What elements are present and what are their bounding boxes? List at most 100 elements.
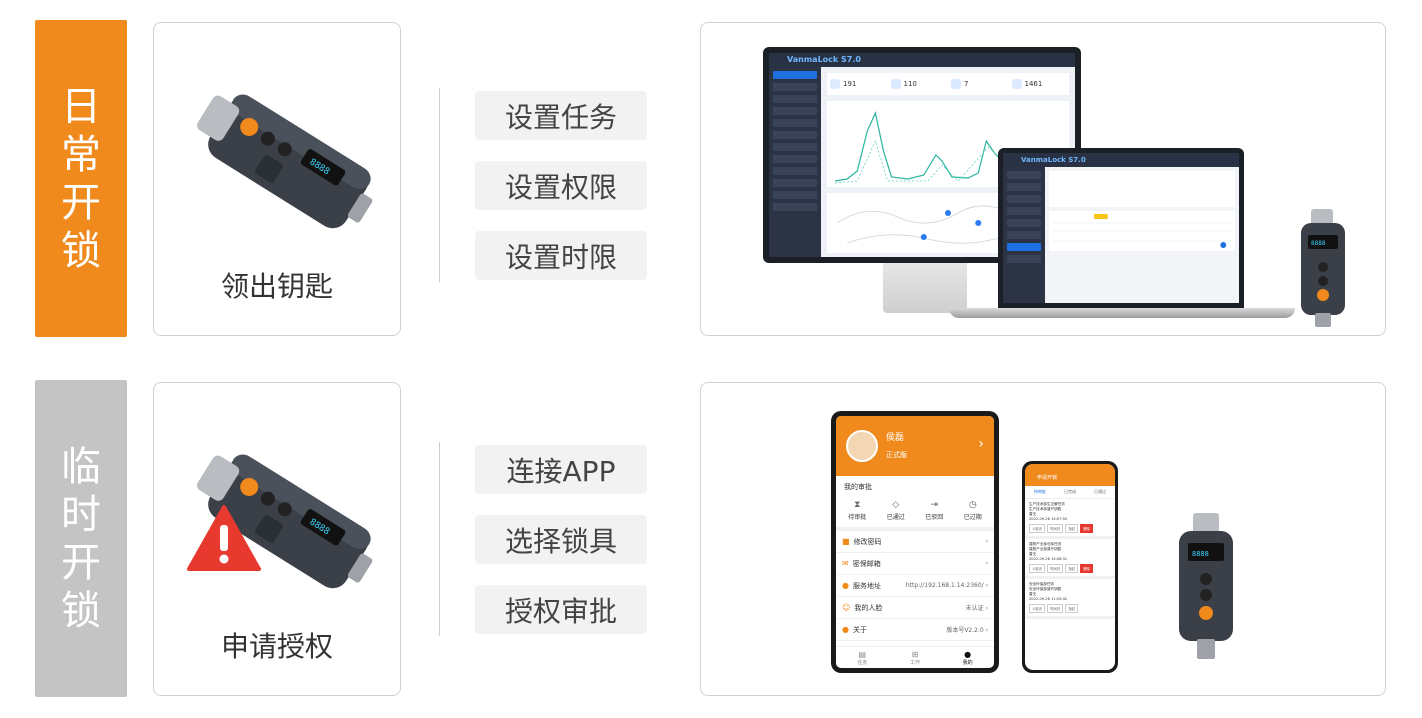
avatar [846,430,878,462]
temporary-unlock-tab: 临 时 开 锁 [35,380,127,697]
step-chip[interactable]: 设置任务 [475,91,647,140]
clock-icon: ◷ [968,500,977,510]
key-caption: 申请授权 [220,630,333,663]
face-button[interactable]: 人脸识 [1029,524,1046,533]
laptop-table-panel [1049,211,1235,251]
step-chip[interactable]: 授权审批 [475,585,647,634]
step-chip[interactable]: 选择锁具 [475,515,647,564]
fingerprint-button[interactable]: 指纹 [1065,564,1079,573]
phone-tab[interactable]: 已完成 [1064,489,1076,494]
chevron-right-icon[interactable]: › [978,436,984,452]
delete-button[interactable]: 删除 [1080,524,1093,533]
monitor-stand [883,263,967,313]
list-item[interactable]: ●关于版本号V2.2.0 › [836,619,994,641]
stat-value: 7 [964,80,969,88]
info-icon: ● [842,625,849,634]
monitor-sidebar [769,67,821,257]
tablet-mockup: 侯磊 正式版 › 我的审批 ⧗待审批 ◇已通过 ⇥已驳回 ◷已过期 ■修改密码›… [831,411,999,673]
server-icon: ● [842,581,849,590]
list-item[interactable]: ☺我的人脸未认证 › [836,597,994,619]
time-button[interactable]: 时间识 [1047,604,1064,613]
user-name: 侯磊 [886,433,905,443]
key-card: 8888 申请授权 [153,382,401,696]
mobile-app-panel: 侯磊 正式版 › 我的审批 ⧗待审批 ◇已通过 ⇥已驳回 ◷已过期 ■修改密码›… [700,382,1386,696]
key-card: 8888 领出钥匙 [153,22,401,336]
monitor-brand: VanmaLock S7.0 [769,53,1075,67]
stat-value: 110 [903,80,917,88]
fingerprint-button[interactable]: 指纹 [1065,604,1079,613]
stat-value: 1461 [1024,80,1043,88]
lock-icon: ■ [842,537,850,546]
tab-char: 锁 [61,587,101,634]
tab-char: 开 [61,539,101,586]
delete-button[interactable]: 删除 [1080,564,1093,573]
phone-title: 申请开锁 [1025,464,1115,486]
laptop-sidebar [1003,167,1045,303]
divider [439,88,440,282]
approval-status-row: ⧗待审批 ◇已通过 ⇥已驳回 ◷已过期 [836,494,994,531]
warning-icon [187,505,261,571]
laptop-base [949,308,1295,318]
step-chip[interactable]: 设置时限 [475,231,647,280]
laptop-brand: VanmaLock S7.0 [1003,153,1239,167]
list-item[interactable]: ■修改密码› [836,531,994,553]
tab-char: 开 [61,179,101,226]
time-button[interactable]: 时间识 [1047,524,1064,533]
request-card[interactable]: 建账产业部仓库任务 建账产业部普开钥匙 暂无 2022-09-26 14:06:… [1025,539,1115,579]
tab-char: 锁 [61,227,101,274]
key-caption: 领出钥匙 [220,270,333,303]
smart-key-icon: 8888 [1301,209,1345,327]
management-system-panel: VanmaLock S7.0 191 110 7 1461 [700,22,1386,336]
tab-char: 临 [61,443,101,490]
svg-text:8888: 8888 [1192,550,1209,558]
nav-work[interactable]: ⊞工作 [909,649,920,666]
face-button[interactable]: 人脸识 [1029,604,1046,613]
phone-mockup: 申请开锁 待审批 已完成 已通过 生产技术部生交解任务 生产技术部普开钥匙 暂无… [1022,461,1118,673]
face-button[interactable]: 人脸识 [1029,564,1046,573]
time-button[interactable]: 时间识 [1047,564,1064,573]
return-icon: ⇥ [930,500,939,510]
laptop-mockup: VanmaLock S7.0 [998,148,1244,308]
profile-header[interactable]: 侯磊 正式版 › [836,416,994,476]
stat-value: 191 [843,80,857,88]
user-icon: ● [964,649,972,659]
temporary-unlock-row: 临 时 开 锁 8888 申请授权 连接APP [0,380,1422,698]
grid-icon: ⊞ [911,649,919,659]
tab-char: 时 [61,491,101,538]
face-icon: ☺ [842,603,851,612]
hourglass-icon: ⧗ [854,500,861,510]
phone-tab[interactable]: 待审批 [1034,489,1046,494]
nav-mine[interactable]: ●我的 [962,649,973,666]
phone-tab[interactable]: 已通过 [1094,489,1106,494]
tab-char: 日 [61,83,101,130]
step-chip[interactable]: 连接APP [475,445,647,494]
step-chip[interactable]: 设置权限 [475,161,647,210]
divider [439,442,440,636]
request-card[interactable]: 生产技术部生交解任务 生产技术部普开钥匙 暂无 2022-09-26 14:07… [1025,499,1115,539]
approval-rejected[interactable]: ⇥已驳回 [925,500,944,521]
shield-check-icon: ◇ [892,500,900,510]
bottom-nav: ▤任务 ⊞工作 ●我的 [836,646,994,668]
version-badge: 正式版 [886,451,907,459]
approval-expired[interactable]: ◷已过期 [963,500,982,521]
daily-unlock-tab: 日 常 开 锁 [35,20,127,337]
request-card[interactable]: 安全环保部任务 安全环保部普开钥匙 暂无 2022-09-26 11:20:42… [1025,579,1115,619]
fingerprint-button[interactable]: 指纹 [1065,524,1079,533]
phone-tabs: 待审批 已完成 已通过 [1025,486,1115,499]
daily-unlock-row: 日 常 开 锁 8888 领出钥匙 设置任务 设置权限 设置时限 [0,20,1422,338]
calendar-icon: ▤ [858,649,867,659]
smart-key-icon: 8888 [197,454,373,589]
approval-pending[interactable]: ⧗待审批 [848,500,867,521]
smart-key-icon: 8888 [197,94,373,229]
tab-char: 常 [61,131,101,178]
section-title: 我的审批 [844,483,872,491]
smart-key-icon: 8888 [1179,513,1233,659]
approval-approved[interactable]: ◇已通过 [886,500,905,521]
svg-text:8888: 8888 [1311,240,1326,247]
mail-icon: ✉ [842,559,849,568]
monitor-stats: 191 110 7 1461 [827,73,1069,95]
nav-tasks[interactable]: ▤任务 [857,649,868,666]
list-item[interactable]: ✉密保邮箱› [836,553,994,575]
